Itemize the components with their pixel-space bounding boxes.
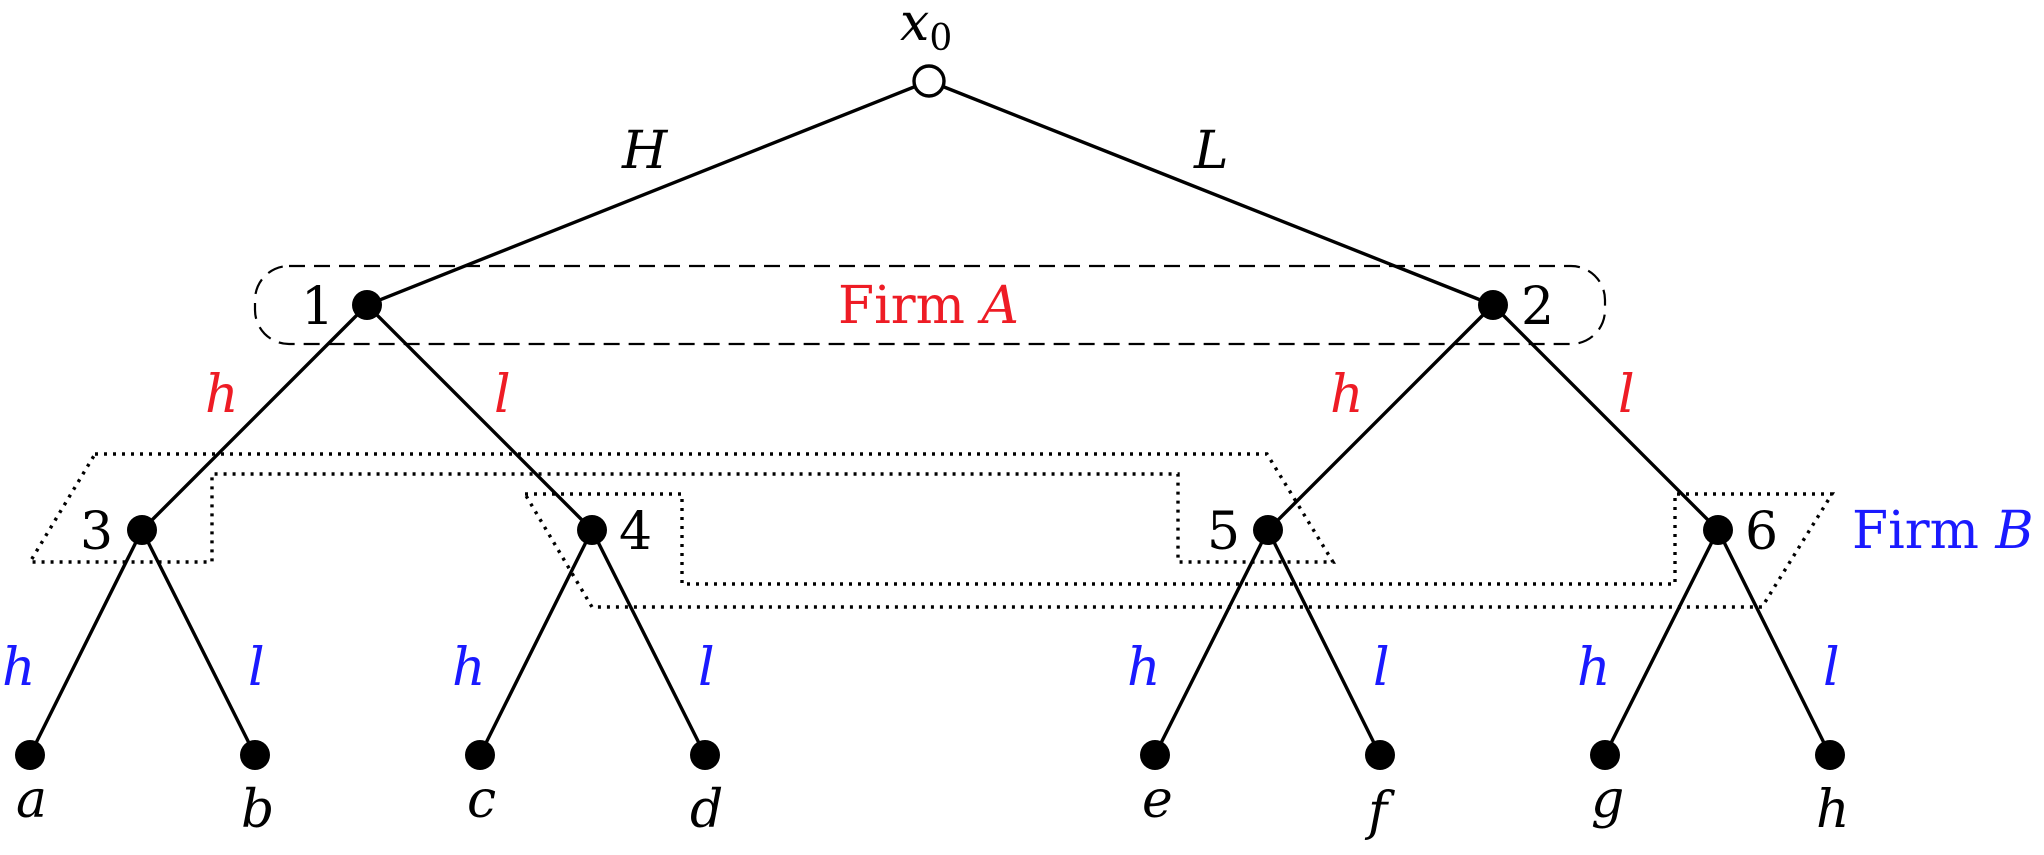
firm-a-action-h-right: h (1330, 365, 1364, 425)
outcome-labels: a b c d e f g h (16, 770, 1850, 842)
edge-6-to-g (1603, 528, 1720, 757)
firm-b-action-l-5: l (1373, 638, 1390, 698)
firm-b-title: Firm B (1852, 501, 2034, 561)
firm-a-action-h-left: h (205, 365, 239, 425)
firm-a-action-l-left: l (494, 365, 511, 425)
outcome-label-c: c (467, 770, 496, 830)
edge-3-to-a (28, 528, 144, 757)
firm-b-title-prefix: Firm (1852, 501, 1995, 561)
terminal-node-d (690, 740, 720, 770)
root-label-subscript: 0 (929, 18, 952, 59)
edge-1-to-3 (140, 303, 369, 532)
terminal-node-c (465, 740, 495, 770)
edge-3-to-b (140, 528, 257, 757)
outcome-label-f: f (1364, 782, 1395, 842)
decision-nodes (127, 290, 1733, 545)
firm-a-information-set (253, 264, 1607, 346)
node-4-label: 4 (619, 502, 652, 562)
edge-root-to-1 (365, 79, 931, 307)
firm-b-action-l-4: l (698, 638, 715, 698)
firm-a-action-l-right: l (1618, 365, 1635, 425)
node-6-label: 6 (1745, 502, 1778, 562)
firm-a-title-letter: A (977, 276, 1019, 336)
node-5-label: 5 (1207, 502, 1240, 562)
node-4 (577, 515, 607, 545)
edge-6-to-h (1716, 528, 1832, 757)
node-3 (127, 515, 157, 545)
terminal-node-b (240, 740, 270, 770)
outcome-label-g: g (1591, 770, 1624, 830)
node-1-label: 1 (301, 277, 334, 337)
root-label-symbol: x (900, 0, 929, 53)
outcome-label-d: d (690, 780, 723, 840)
firm-b-action-h-4: h (452, 638, 486, 698)
node-1 (352, 290, 382, 320)
terminal-node-g (1590, 740, 1620, 770)
terminal-nodes (15, 740, 1845, 770)
tree-edges (28, 79, 1832, 757)
firm-b-action-l-3: l (248, 638, 265, 698)
firm-b-title-letter: B (1994, 501, 2033, 561)
outcome-label-e: e (1142, 770, 1173, 830)
root-label: x0 (900, 0, 952, 59)
firm-b-action-h-5: h (1127, 638, 1161, 698)
root-node (912, 64, 946, 98)
nature-action-right-label: L (1193, 121, 1229, 181)
edge-root-to-2 (927, 79, 1495, 307)
firm-b-information-set-3-5 (26, 452, 1337, 564)
outcome-label-h: h (1816, 780, 1850, 840)
node-3-label: 3 (80, 502, 113, 562)
terminal-node-h (1815, 740, 1845, 770)
edge-2-to-6 (1491, 303, 1720, 532)
firm-b-action-l-6: l (1823, 638, 1840, 698)
edge-5-to-e (1153, 528, 1270, 757)
terminal-node-a (15, 740, 45, 770)
edge-1-to-4 (365, 303, 594, 532)
edge-5-to-f (1266, 528, 1382, 757)
edge-2-to-5 (1266, 303, 1495, 532)
edge-4-to-c (478, 528, 594, 757)
firm-b-action-h-6: h (1577, 638, 1611, 698)
nature-action-left-label: H (621, 121, 669, 181)
firm-a-title: Firm A (838, 276, 1019, 336)
node-6 (1703, 515, 1733, 545)
node-5 (1253, 515, 1283, 545)
node-2-label: 2 (1521, 277, 1554, 337)
outcome-label-b: b (241, 780, 274, 840)
terminal-node-f (1365, 740, 1395, 770)
outcome-label-a: a (16, 770, 47, 830)
firm-b-action-h-3: h (2, 638, 36, 698)
firm-a-title-prefix: Firm (838, 276, 981, 336)
edge-4-to-d (590, 528, 707, 757)
terminal-node-e (1140, 740, 1170, 770)
node-2 (1478, 290, 1508, 320)
